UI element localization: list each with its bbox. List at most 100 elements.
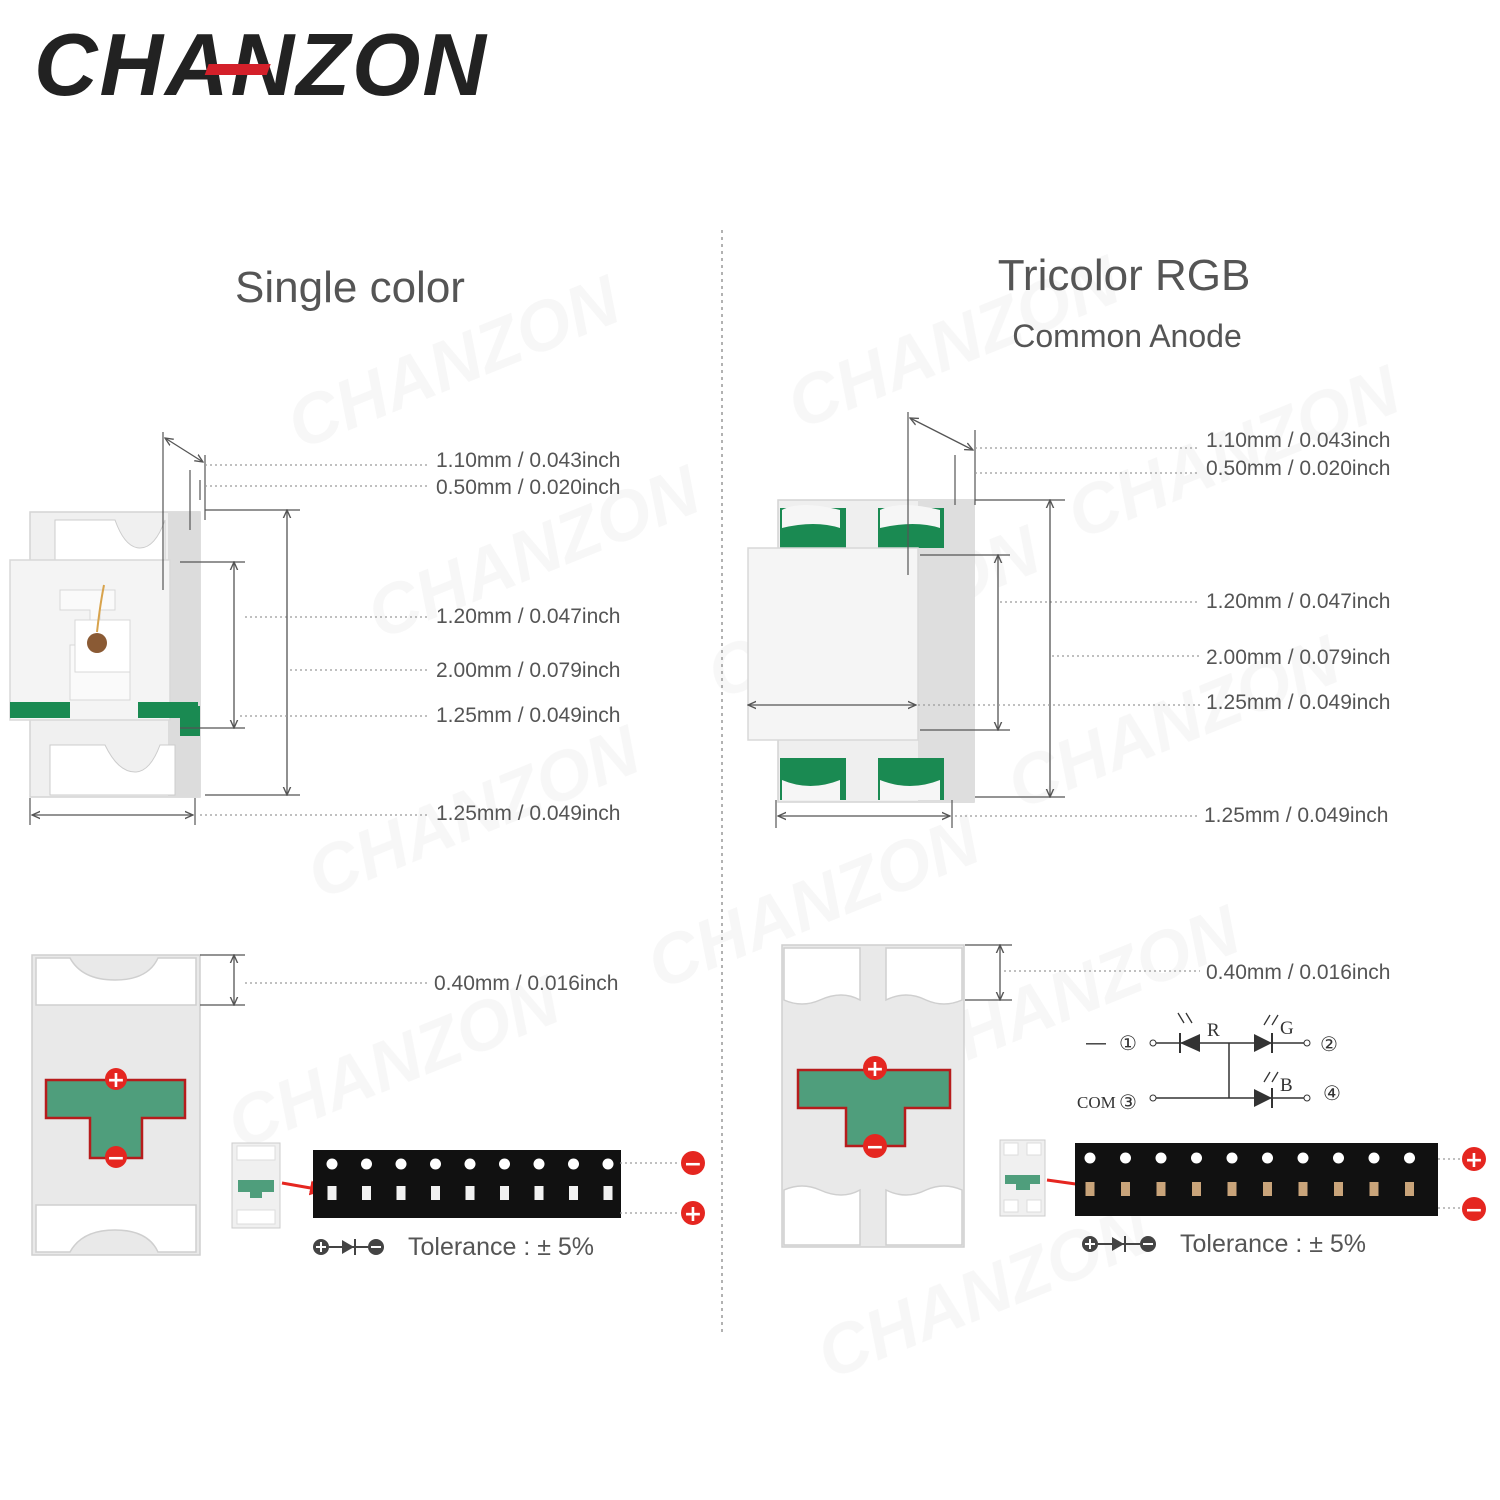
single-dim-pad: 0.40mm / 0.016inch <box>434 972 618 995</box>
label-r: R <box>1207 1020 1220 1041</box>
tape-sprocket-hole <box>499 1158 510 1170</box>
brand-logo: CHANZON <box>34 15 486 114</box>
single-dimensions: 1.10mm / 0.043inch 0.50mm / 0.020inch 1.… <box>29 432 620 825</box>
tape-sprocket-hole <box>533 1158 545 1170</box>
rgb-dim-pad: 0.40mm / 0.016inch <box>1206 961 1390 984</box>
rgb-dim-bottom: 1.25mm / 0.049inch <box>1204 804 1388 827</box>
rgb-tape-strip <box>1075 1143 1438 1216</box>
tape-led-cell <box>1369 1182 1379 1196</box>
rgb-led-bottom-view: + − 0.40mm / 0.016inch <box>781 945 1390 1248</box>
single-tape: − + <box>231 1142 705 1229</box>
tape-led-cell <box>465 1186 475 1200</box>
tape-led-cell <box>1334 1182 1343 1196</box>
rgb-tape: + − <box>999 1139 1486 1223</box>
rgb-dim-top2: 0.50mm / 0.020inch <box>1206 457 1390 480</box>
single-dim-mid1: 1.20mm / 0.047inch <box>436 605 620 628</box>
tape-bottom-badge <box>681 1201 705 1225</box>
tape-sprocket-hole <box>1155 1152 1167 1164</box>
rgb-dim-mid3: 1.25mm / 0.049inch <box>1206 691 1390 714</box>
single-dim-top2: 0.50mm / 0.020inch <box>436 476 620 499</box>
tape-sprocket-hole <box>1333 1152 1344 1164</box>
tape-sprocket-hole <box>1084 1152 1096 1164</box>
diode-blue-icon <box>1254 1089 1272 1107</box>
tape-led-cell <box>1192 1182 1201 1196</box>
tape-led-cell <box>569 1186 578 1200</box>
tape-led-cell <box>396 1186 406 1200</box>
tape-sprocket-hole <box>602 1158 614 1170</box>
single-color-section: Single color <box>9 263 705 1261</box>
tape-sprocket-hole <box>1404 1152 1415 1164</box>
tape-sprocket-hole <box>464 1158 476 1170</box>
rgb-tape-top-badge <box>1462 1147 1486 1171</box>
tape-led-cell <box>1121 1182 1130 1196</box>
tape-sprocket-hole <box>1262 1152 1273 1164</box>
rgb-tape-bottom-badge <box>1462 1197 1486 1221</box>
single-tolerance: Tolerance : ± 5% <box>408 1233 594 1261</box>
tape-sprocket-hole <box>430 1158 441 1170</box>
label-g: G <box>1280 1018 1294 1039</box>
single-led-bottom-view: + − 0.40mm / 0.016inch <box>31 955 618 1256</box>
rgb-subtitle: Common Anode <box>1012 318 1241 354</box>
pin-3-label: ③ <box>1119 1090 1137 1114</box>
rgb-minus-badge <box>863 1134 887 1158</box>
tape-top-badge-label: − <box>684 1152 702 1177</box>
tape-sprocket-hole <box>1226 1152 1238 1164</box>
single-dim-mid3: 1.25mm / 0.049inch <box>436 704 620 727</box>
tape-led-cell <box>1085 1182 1095 1196</box>
tape-sprocket-hole <box>1368 1152 1380 1164</box>
tape-sprocket-hole <box>361 1158 372 1170</box>
tape-led-cell <box>1298 1182 1308 1196</box>
minus-badge-label: − <box>107 1146 125 1171</box>
rgb-dim-mid1: 1.20mm / 0.047inch <box>1206 590 1390 613</box>
rgb-title: Tricolor RGB <box>998 251 1251 300</box>
schematic-minus: — <box>1086 1032 1106 1054</box>
rgb-dimensions: 1.10mm / 0.043inch 0.50mm / 0.020inch 1.… <box>748 412 1390 828</box>
diode-icon <box>342 1240 354 1254</box>
tape-led-cell <box>362 1186 371 1200</box>
tape-bottom-badge-label: + <box>684 1202 702 1227</box>
rgb-plus-badge <box>863 1056 887 1080</box>
tape-led-cell <box>603 1186 613 1200</box>
single-dim-top1: 1.10mm / 0.043inch <box>436 449 620 472</box>
rgb-section: Tricolor RGB Common Anode 1.10mm / 0.043… <box>748 251 1486 1258</box>
tape-sprocket-hole <box>1191 1152 1202 1164</box>
single-dim-bottom: 1.25mm / 0.049inch <box>436 802 620 825</box>
rgb-schematic: — ① COM ③ ② ④ R G B <box>1077 1012 1341 1114</box>
tape-led-cell <box>500 1186 509 1200</box>
logo-red-accent <box>204 64 271 75</box>
pin-4-label: ④ <box>1323 1081 1341 1105</box>
tape-sprocket-hole <box>326 1158 338 1170</box>
rgb-tape-top-badge-label: + <box>1465 1148 1483 1173</box>
tape-led-cell <box>327 1186 337 1200</box>
rgb-polarity-symbol: Tolerance : ± 5% <box>1082 1230 1366 1258</box>
com-label: COM <box>1077 1093 1116 1112</box>
single-title: Single color <box>235 263 465 312</box>
label-b: B <box>1280 1075 1293 1096</box>
pin-2-label: ② <box>1320 1032 1338 1056</box>
tape-led-cell <box>1227 1182 1237 1196</box>
pin-1-label: ① <box>1119 1031 1137 1055</box>
tape-led-cell <box>1263 1182 1272 1196</box>
single-polarity-symbol: Tolerance : ± 5% <box>313 1233 594 1261</box>
tape-sprocket-hole <box>1297 1152 1309 1164</box>
plus-badge-label: + <box>107 1068 125 1093</box>
rgb-dim-top1: 1.10mm / 0.043inch <box>1206 429 1390 452</box>
rgb-plus-badge-label: + <box>866 1057 884 1082</box>
rgb-minus-badge-label: − <box>866 1135 884 1160</box>
plus-badge <box>105 1068 127 1090</box>
tape-led-cell <box>1156 1182 1166 1196</box>
tape-sprocket-hole <box>395 1158 407 1170</box>
tape-led-cell <box>431 1186 440 1200</box>
rgb-tolerance: Tolerance : ± 5% <box>1180 1230 1366 1258</box>
tape-sprocket-hole <box>568 1158 579 1170</box>
tape-led-cell <box>1405 1182 1414 1196</box>
single-dim-mid2: 2.00mm / 0.079inch <box>436 659 620 682</box>
rgb-led-3d <box>747 499 975 803</box>
tape-sprocket-hole <box>1120 1152 1131 1164</box>
tape-led-cell <box>534 1186 544 1200</box>
rgb-dim-mid2: 2.00mm / 0.079inch <box>1206 646 1390 669</box>
rgb-tape-bottom-badge-label: − <box>1465 1198 1483 1223</box>
minus-badge <box>105 1146 127 1168</box>
diode-red-icon <box>1180 1034 1200 1052</box>
